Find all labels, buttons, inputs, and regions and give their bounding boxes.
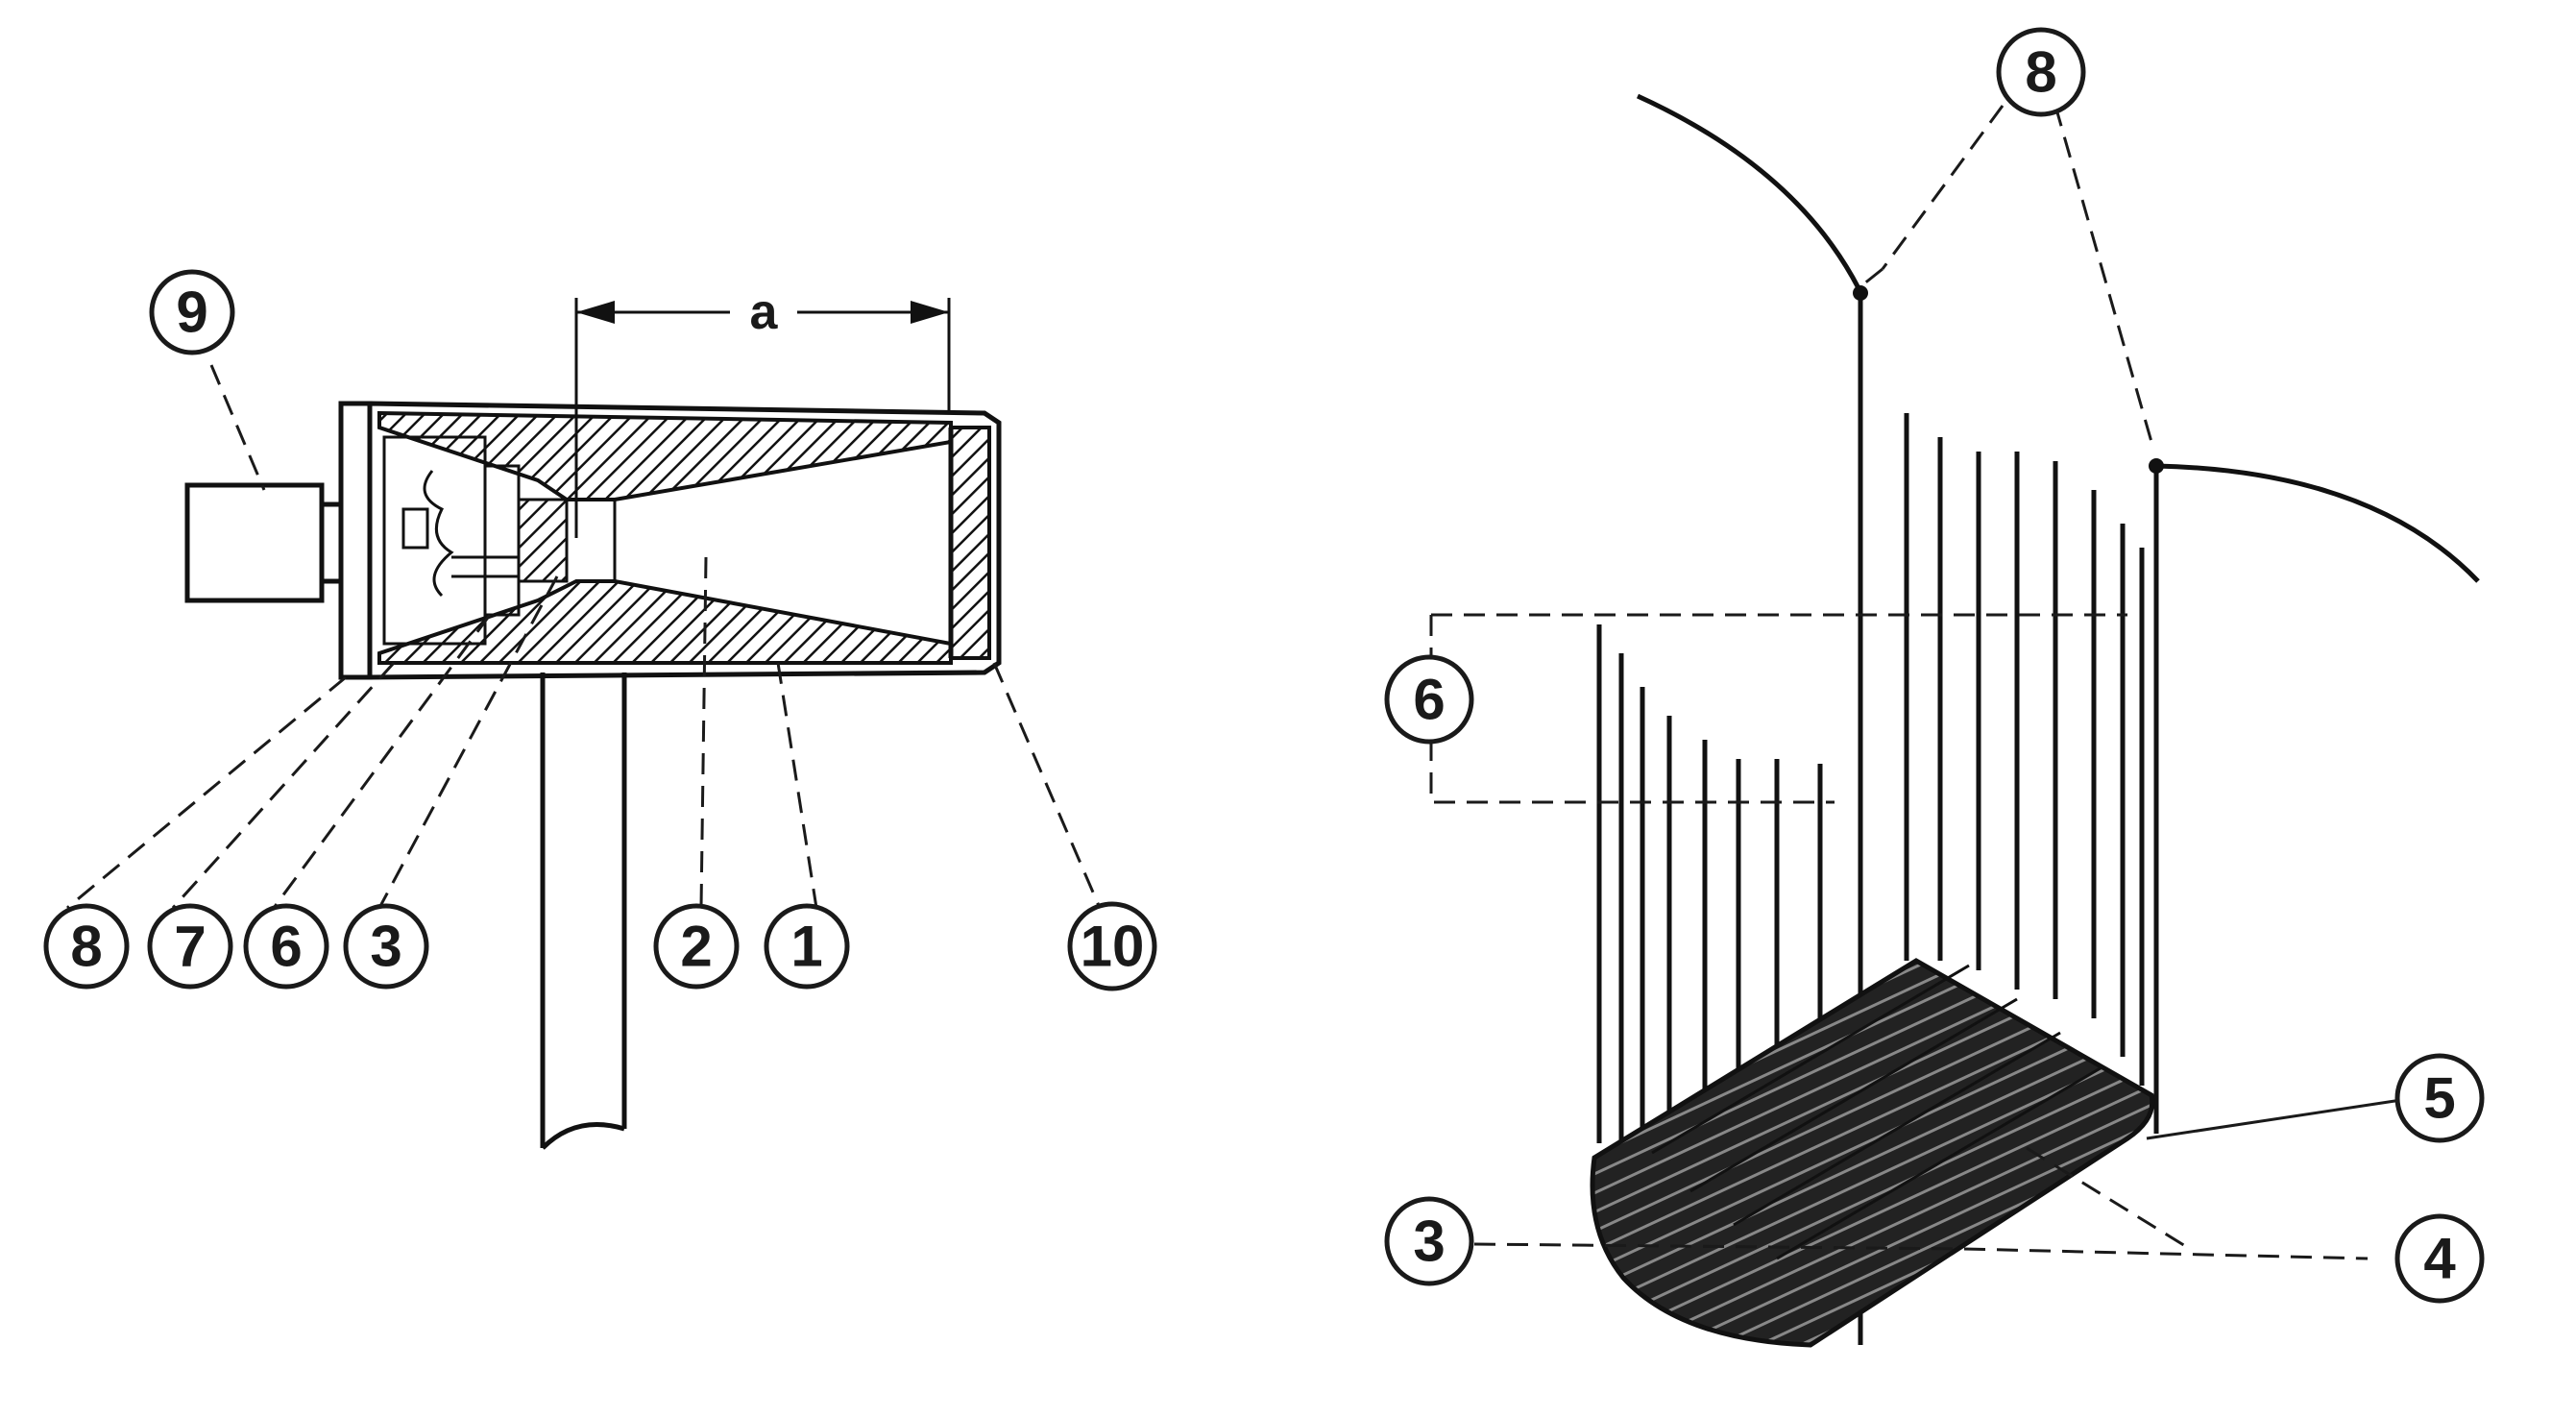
grate-plate [1590,958,2155,1348]
callout-3-right: 3 [1384,1196,1474,1286]
gauze-screen [517,498,569,583]
left-leaders [66,364,1102,910]
svg-text:4: 4 [2423,1227,2456,1291]
callout-5: 5 [2394,1053,2485,1143]
callout-3-left: 3 [343,903,429,990]
callout-7: 7 [147,903,233,990]
callout-2: 2 [653,903,740,990]
svg-text:10: 10 [1081,915,1145,979]
callout-8-right: 8 [1996,27,2086,117]
left-diagram: a 9 8 7 6 [43,269,1157,1150]
callout-1: 1 [764,903,850,990]
svg-text:7: 7 [174,915,206,979]
nozzle-internals [382,435,569,646]
right-leaders [1429,105,2402,1260]
right-diagram: 8 6 5 3 4 [1384,27,2485,1348]
svg-text:3: 3 [370,915,401,979]
svg-text:3: 3 [1413,1210,1445,1274]
svg-text:2: 2 [680,915,712,979]
callout-6-right: 6 [1384,654,1474,745]
connector-nozzle [184,401,373,680]
callout-8-left: 8 [43,903,130,990]
callout-9: 9 [149,269,235,355]
svg-text:1: 1 [790,915,822,979]
svg-text:5: 5 [2423,1066,2455,1131]
svg-text:8: 8 [70,915,102,979]
callout-6-left: 6 [243,903,329,990]
svg-text:6: 6 [1413,668,1445,732]
dimension-label: a [750,284,779,340]
svg-text:9: 9 [176,281,207,345]
svg-text:8: 8 [2025,40,2056,105]
callout-10: 10 [1067,901,1157,991]
svg-text:6: 6 [270,915,302,979]
callout-4: 4 [2394,1213,2485,1304]
support-pipe [540,672,627,1150]
dimension-a: a [574,284,951,538]
burner-housing [367,401,1002,680]
